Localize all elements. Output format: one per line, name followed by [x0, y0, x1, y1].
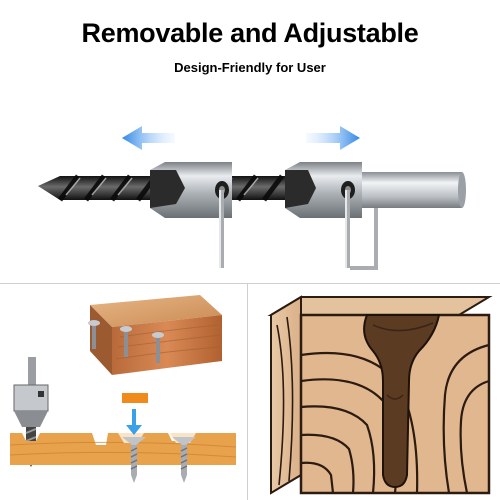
horizontal-divider	[0, 283, 500, 284]
wood-block-photo	[90, 295, 222, 375]
countersink-collar-left	[150, 162, 232, 268]
hero-drill-bits-image	[0, 100, 500, 280]
wood-block-cutaway	[267, 295, 493, 495]
arrow-down-icon	[122, 393, 148, 435]
page-subtitle: Design-Friendly for User	[174, 60, 326, 75]
installed-screw-icon	[122, 437, 196, 483]
countersink-collar-right	[285, 162, 378, 270]
page-title: Removable and Adjustable	[81, 18, 419, 48]
usage-illustration	[0, 285, 246, 500]
wood-cross-section-diagram	[249, 285, 500, 500]
screw-icon	[88, 320, 164, 363]
arrow-right-icon	[306, 126, 360, 150]
arrow-left-icon	[122, 126, 175, 150]
drill-shank	[362, 172, 466, 208]
vertical-divider	[247, 283, 248, 500]
